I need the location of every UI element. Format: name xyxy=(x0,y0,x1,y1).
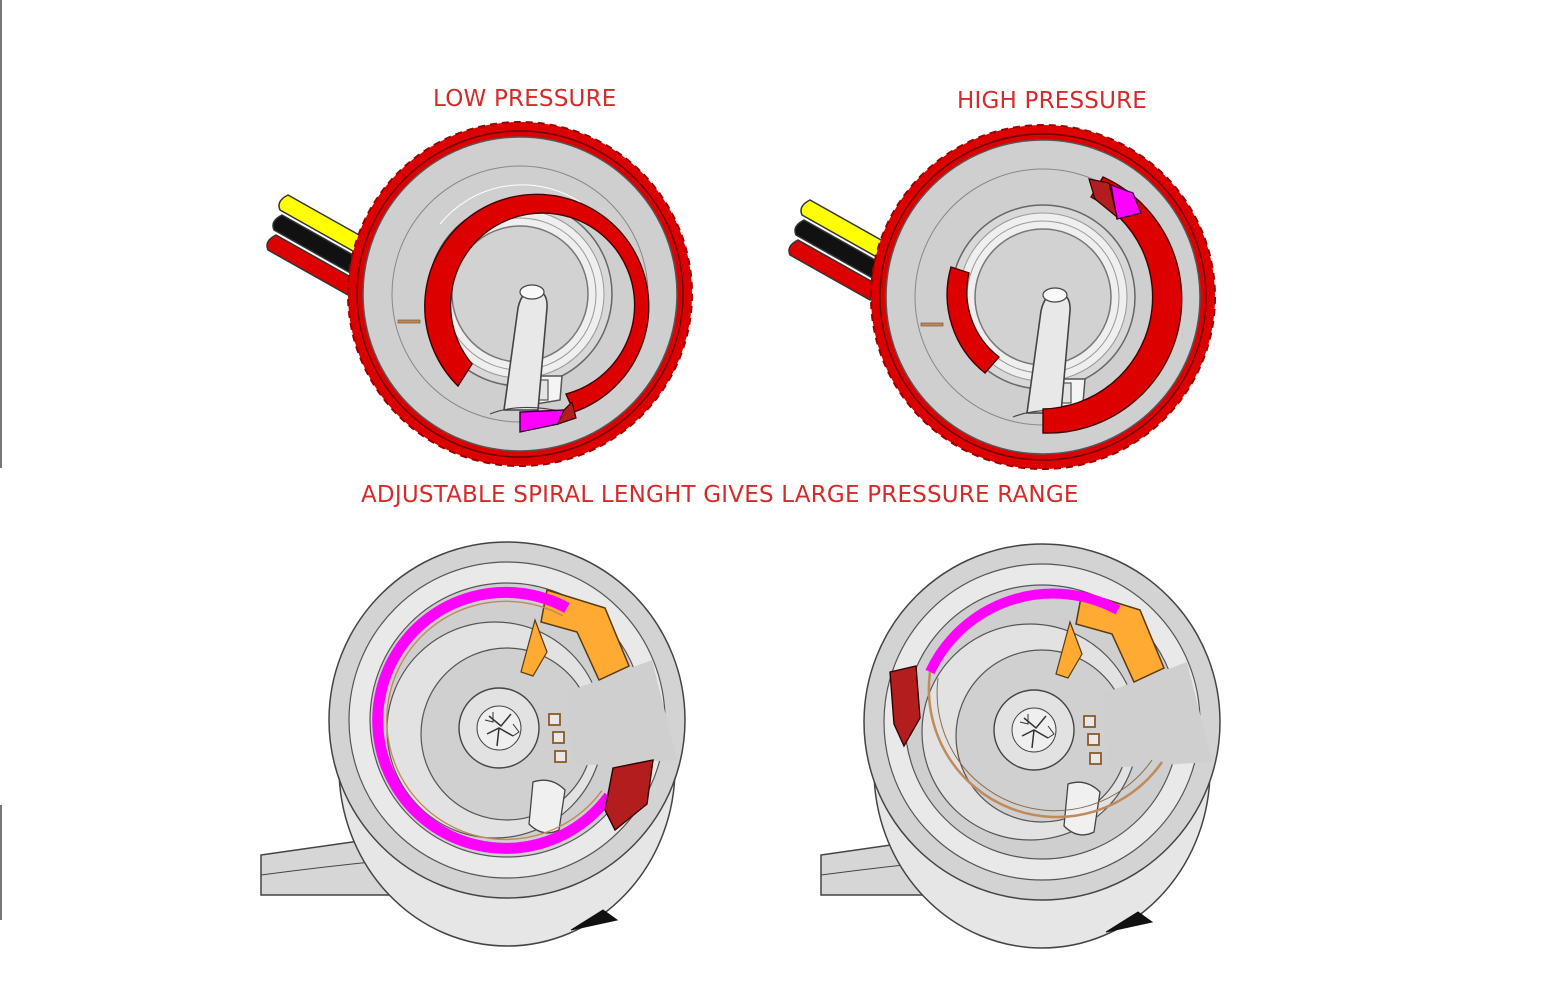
gear-dial-icon xyxy=(870,124,1216,470)
high-pressure-dial xyxy=(788,124,1216,470)
high-pressure-spiral-view xyxy=(820,543,1221,949)
low-pressure-spiral-view xyxy=(260,541,686,947)
low-pressure-dial xyxy=(266,121,693,467)
caption-label: ADJUSTABLE SPIRAL LENGHT GIVES LARGE PRE… xyxy=(361,482,1079,508)
left-edge-line-top xyxy=(0,0,2,468)
low-pressure-label: LOW PRESSURE xyxy=(433,86,617,112)
gear-dial-icon xyxy=(347,121,693,467)
left-edge-line-bottom xyxy=(0,805,2,920)
high-pressure-label: HIGH PRESSURE xyxy=(957,88,1148,114)
